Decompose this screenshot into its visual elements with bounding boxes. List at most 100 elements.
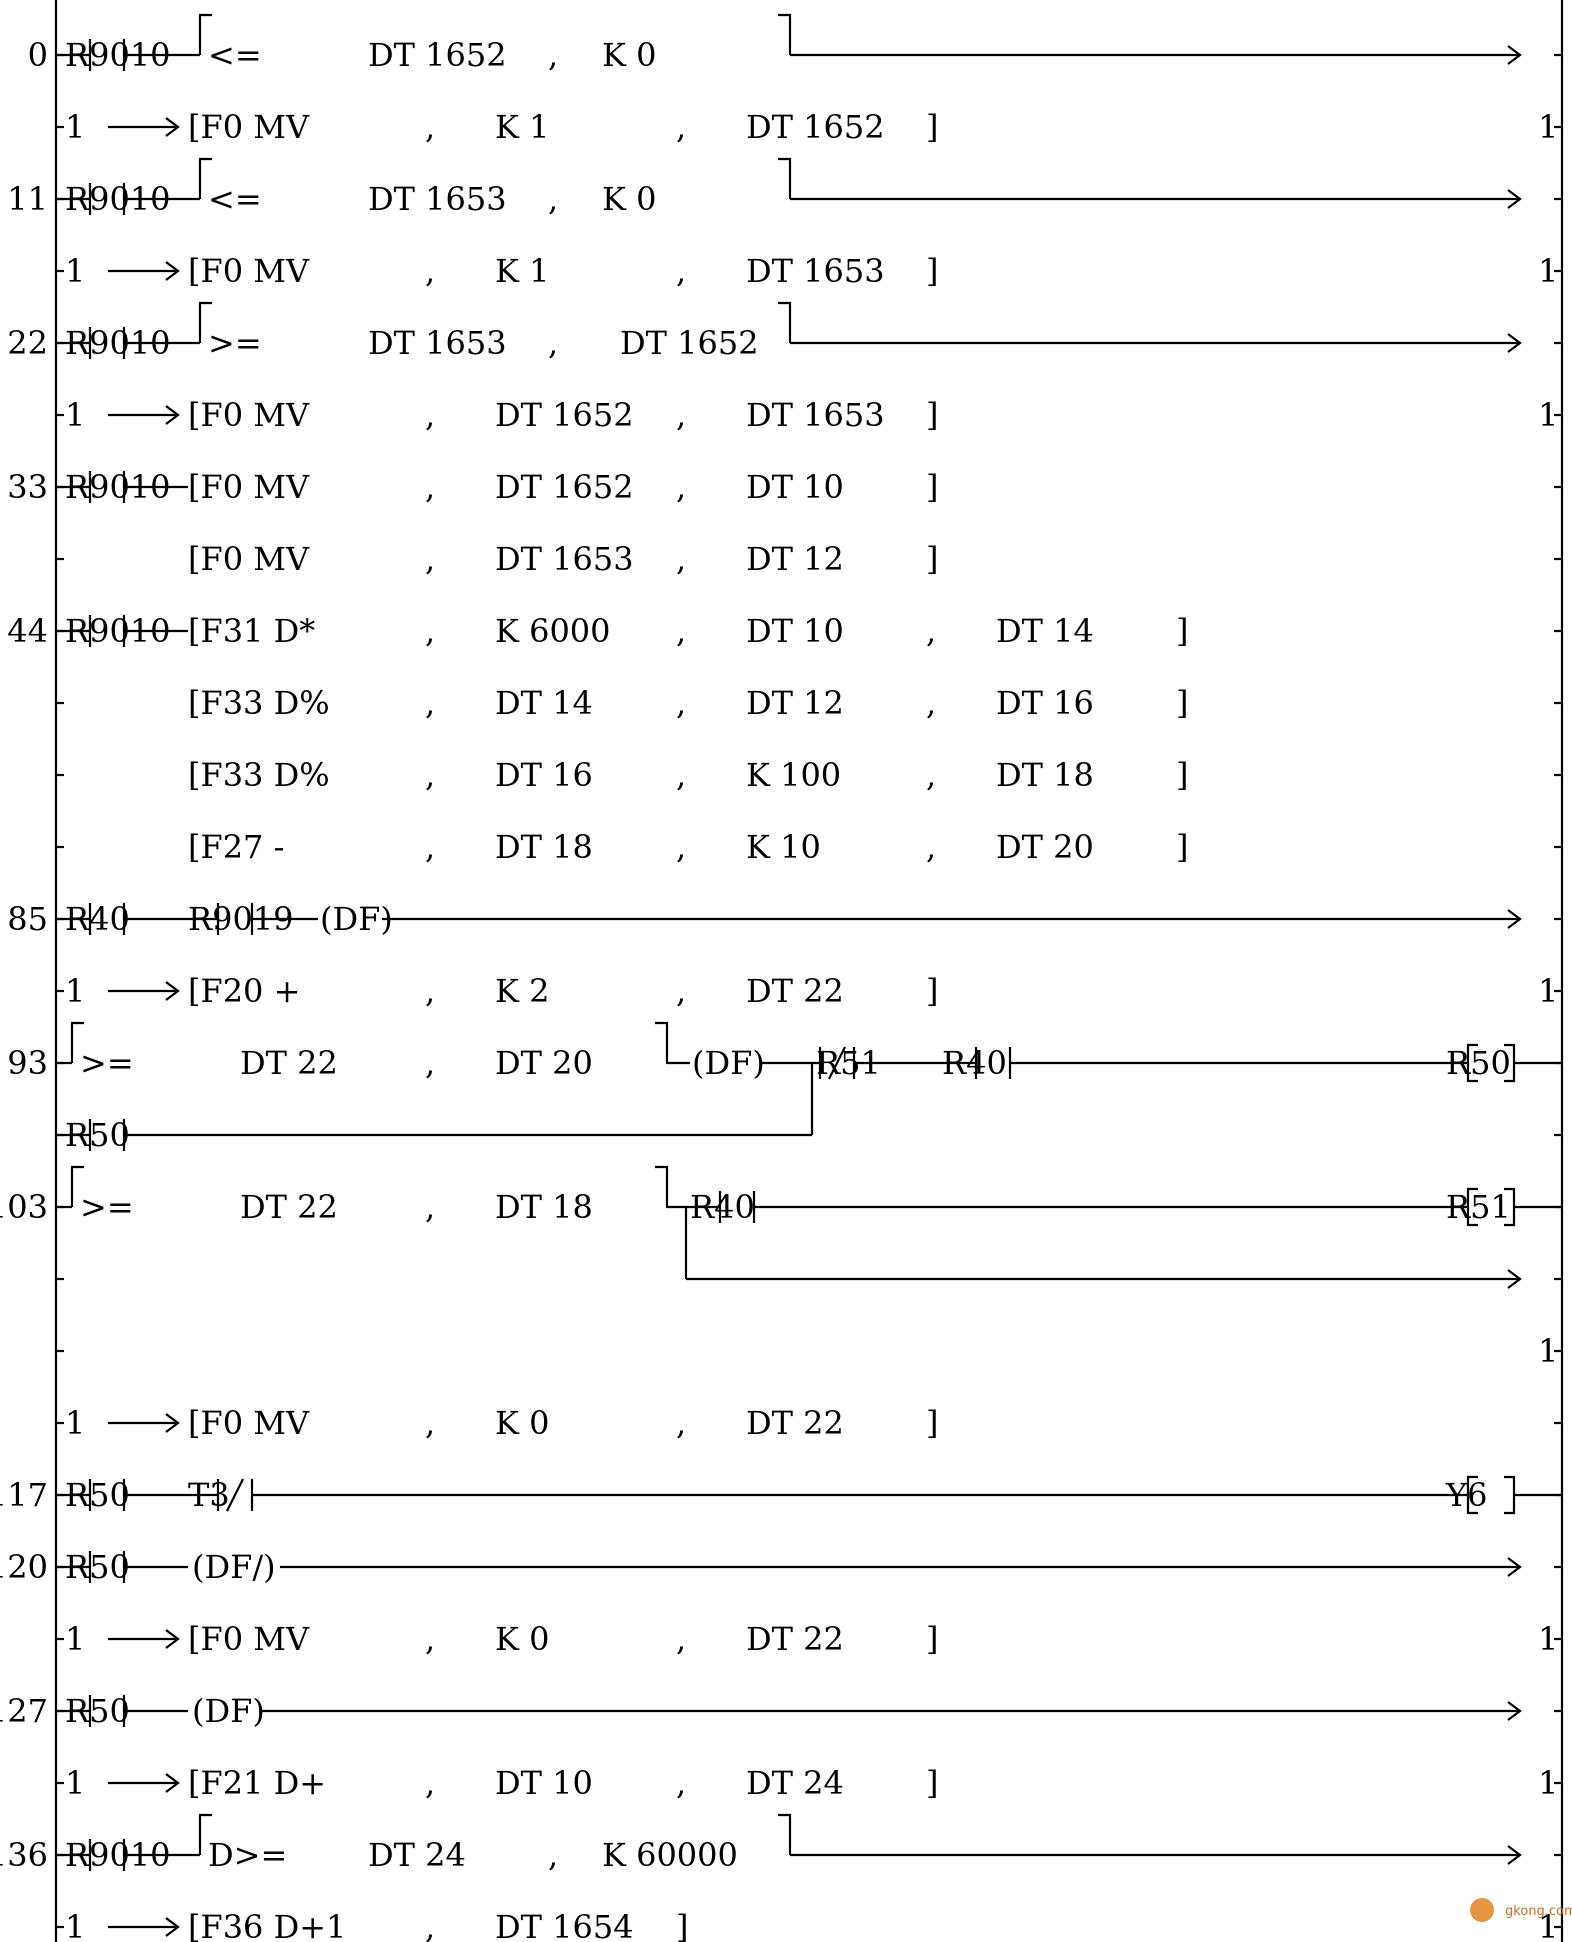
ladder-token-84: (DF) xyxy=(320,900,393,938)
ladder-token-133: DT 24 xyxy=(746,1764,844,1802)
ladder-token-87: , xyxy=(425,972,435,1010)
ladder-token-18: [F0 MV xyxy=(188,252,310,290)
jump-arrow-head xyxy=(1507,1269,1522,1289)
ladder-token-62: DT 12 xyxy=(746,684,844,722)
jump-target-label-4: 1 xyxy=(1538,1332,1558,1370)
jump-target-label-6: 1 xyxy=(1538,1764,1558,1802)
jump-arrow-head xyxy=(165,405,180,425)
ladder-token-65: ] xyxy=(1176,684,1188,722)
ladder-token-86: [F20 + xyxy=(188,972,300,1010)
ladder-token-117: R50 xyxy=(65,1548,130,1586)
ladder-token-56: DT 14 xyxy=(996,612,1094,650)
compare-open xyxy=(198,301,212,343)
ladder-token-51: , xyxy=(425,612,435,650)
jump-target-label-5: 1 xyxy=(1538,1620,1558,1658)
ladder-token-125: ] xyxy=(926,1620,938,1658)
ladder-token-69: , xyxy=(676,756,686,794)
step-number-103: 103 xyxy=(0,1188,48,1226)
ladder-token-129: [F21 D+ xyxy=(188,1764,326,1802)
ladder-token-46: , xyxy=(676,540,686,578)
ladder-token-28: DT 1652 xyxy=(620,324,759,362)
ladder-token-48: ] xyxy=(926,540,938,578)
ladder-token-49: R9010 xyxy=(65,612,171,650)
ladder-token-61: , xyxy=(676,684,686,722)
ladder-token-137: DT 24 xyxy=(368,1836,466,1874)
ladder-token-5: 1 xyxy=(65,108,85,146)
ladder-token-68: DT 16 xyxy=(495,756,593,794)
jump-arrow-head xyxy=(165,981,180,1001)
ladder-token-99: R50 xyxy=(1446,1044,1511,1082)
ladder-token-38: , xyxy=(425,468,435,506)
jump-arrow-head xyxy=(1507,333,1522,353)
ladder-token-52: K 6000 xyxy=(495,612,611,650)
ladder-token-14: DT 1653 xyxy=(368,180,507,218)
ladder-token-37: [F0 MV xyxy=(188,468,310,506)
ladder-token-53: , xyxy=(676,612,686,650)
ladder-token-138: , xyxy=(548,1836,558,1874)
jump-target-label-3: 1 xyxy=(1538,972,1558,1010)
ladder-token-93: DT 22 xyxy=(240,1044,338,1082)
ladder-token-39: DT 1652 xyxy=(495,468,634,506)
ladder-token-63: , xyxy=(926,684,936,722)
ladder-token-134: ] xyxy=(926,1764,938,1802)
ladder-token-103: , xyxy=(425,1188,435,1226)
ladder-token-141: [F36 D+1 xyxy=(188,1908,346,1942)
compare-close xyxy=(778,1813,792,1855)
instruction-labels: R9010<=DT 1652,K 01[F0 MV,K 1,DT 1652]R9… xyxy=(65,36,1558,1942)
ladder-token-80: DT 20 xyxy=(996,828,1094,866)
ladder-token-19: , xyxy=(425,252,435,290)
step-number-33: 33 xyxy=(7,468,48,506)
ladder-token-116: Y6 xyxy=(1445,1476,1487,1514)
ladder-token-70: K 100 xyxy=(746,756,841,794)
coil-right-bracket xyxy=(1504,1475,1516,1515)
ladder-token-95: DT 20 xyxy=(495,1044,593,1082)
ladder-token-41: DT 10 xyxy=(746,468,844,506)
ladder-token-27: , xyxy=(548,324,558,362)
step-numbers: 0112233448593103117120127136 xyxy=(0,36,48,1874)
ladder-token-77: , xyxy=(676,828,686,866)
ladder-token-29: 1 xyxy=(65,396,85,434)
coil-left-bracket xyxy=(1466,1043,1478,1083)
ladder-token-47: DT 12 xyxy=(746,540,844,578)
ladder-token-111: , xyxy=(676,1404,686,1442)
ladder-token-142: , xyxy=(425,1908,435,1942)
ladder-token-4: K 0 xyxy=(602,36,656,74)
compare-close xyxy=(778,157,792,199)
ladder-token-130: , xyxy=(425,1764,435,1802)
ladder-token-60: DT 14 xyxy=(495,684,593,722)
ladder-token-120: [F0 MV xyxy=(188,1620,310,1658)
compare-open xyxy=(198,13,212,55)
ladder-token-128: 1 xyxy=(65,1764,85,1802)
ladder-token-57: ] xyxy=(1176,612,1188,650)
jump-arrow-head xyxy=(1507,1845,1522,1865)
ladder-token-89: , xyxy=(676,972,686,1010)
watermark: gkong.com xyxy=(1470,1898,1572,1922)
ladder-token-96: (DF) xyxy=(692,1044,765,1082)
jump-arrow-head xyxy=(165,261,180,281)
compare-close xyxy=(778,13,792,55)
ladder-token-55: , xyxy=(926,612,936,650)
ladder-token-50: [F31 D* xyxy=(188,612,315,650)
ladder-token-85: 1 xyxy=(65,972,85,1010)
ladder-token-100: R50 xyxy=(65,1116,130,1154)
compare-close xyxy=(655,1021,690,1065)
ladder-token-13: <= xyxy=(208,180,262,218)
ladder-token-121: , xyxy=(425,1620,435,1658)
jump-target-label-2: 1 xyxy=(1538,396,1558,434)
jump-arrow-head xyxy=(1507,1701,1522,1721)
step-number-127: 127 xyxy=(0,1692,48,1730)
ladder-token-67: , xyxy=(425,756,435,794)
ladder-token-82: R40 xyxy=(65,900,130,938)
ladder-token-113: ] xyxy=(926,1404,938,1442)
ladder-token-102: DT 22 xyxy=(240,1188,338,1226)
ladder-token-66: [F33 D% xyxy=(188,756,330,794)
ladder-token-64: DT 16 xyxy=(996,684,1094,722)
ladder-token-9: , xyxy=(676,108,686,146)
ladder-token-10: DT 1652 xyxy=(746,108,885,146)
coil-left-bracket xyxy=(1466,1475,1478,1515)
ladder-token-101: >= xyxy=(80,1188,134,1226)
ladder-token-32: DT 1652 xyxy=(495,396,634,434)
power-rails xyxy=(54,0,1564,1942)
ladder-token-109: , xyxy=(425,1404,435,1442)
